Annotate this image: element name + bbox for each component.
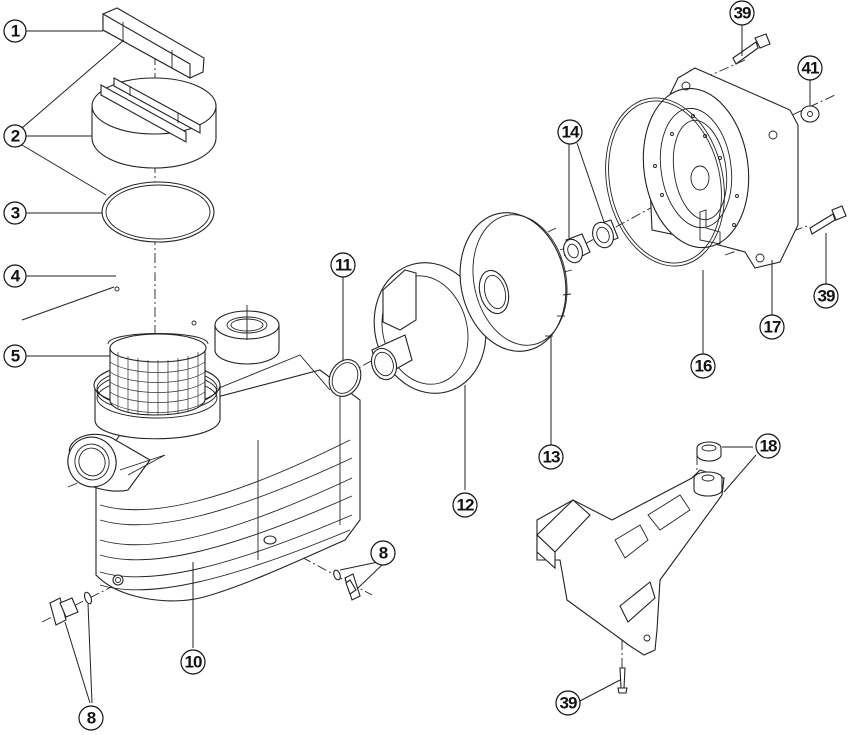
diffuser-o-ring-part <box>328 359 362 397</box>
callout-4: 4 <box>3 264 27 288</box>
bolt-top-part <box>732 33 771 65</box>
motor-support-part <box>536 441 725 656</box>
callout-12: 12 <box>452 492 478 518</box>
svg-text:8: 8 <box>87 709 96 728</box>
callout-39-top: 39 <box>729 0 755 26</box>
callout-17: 17 <box>759 314 785 340</box>
lid-o-ring-part <box>101 181 215 243</box>
pump-body-part <box>67 305 361 602</box>
callout-39-bottom: 39 <box>555 690 581 716</box>
bolt-right-part <box>809 205 847 235</box>
svg-text:39: 39 <box>734 4 751 23</box>
callout-8-right: 8 <box>370 540 396 566</box>
svg-text:1: 1 <box>11 22 20 41</box>
callout-14: 14 <box>557 119 583 145</box>
svg-text:4: 4 <box>11 267 21 286</box>
basket-handle-part <box>114 267 197 326</box>
svg-text:14: 14 <box>562 123 580 142</box>
svg-text:39: 39 <box>818 287 835 306</box>
callout-16: 16 <box>690 353 716 379</box>
drain-plug-left-part <box>49 591 93 626</box>
svg-text:8: 8 <box>379 544 388 563</box>
svg-text:5: 5 <box>11 347 20 366</box>
svg-text:10: 10 <box>185 653 202 672</box>
callout-18: 18 <box>755 433 781 459</box>
diffuser-part <box>370 262 487 394</box>
svg-text:39: 39 <box>560 694 577 713</box>
callout-13: 13 <box>538 444 564 470</box>
callout-3: 3 <box>3 201 27 225</box>
svg-text:12: 12 <box>457 496 474 515</box>
callout-11: 11 <box>330 252 356 278</box>
svg-text:17: 17 <box>764 318 781 337</box>
impeller-part <box>459 212 573 352</box>
drain-plug-right-part <box>333 569 361 601</box>
svg-text:2: 2 <box>11 127 20 146</box>
washer-part <box>800 105 820 123</box>
svg-text:41: 41 <box>802 59 819 78</box>
svg-text:11: 11 <box>335 256 352 275</box>
svg-text:16: 16 <box>695 357 712 376</box>
strainer-lid-part <box>91 77 217 169</box>
callout-41: 41 <box>797 55 823 81</box>
seal-plate-gasket-part <box>605 97 725 267</box>
seal-plate-part <box>642 67 799 269</box>
lid-handle-part <box>102 7 205 79</box>
callout-2: 2 <box>3 124 27 148</box>
shaft-seal-part <box>563 219 619 264</box>
callout-39-right: 39 <box>813 283 839 309</box>
callout-1: 1 <box>3 19 27 43</box>
callout-5: 5 <box>3 344 27 368</box>
svg-text:13: 13 <box>543 448 560 467</box>
svg-text:18: 18 <box>760 437 777 456</box>
svg-text:3: 3 <box>11 204 20 223</box>
strainer-basket-part <box>107 333 209 416</box>
leader-lines <box>21 23 827 704</box>
screw-part <box>617 667 628 694</box>
callout-10: 10 <box>180 649 206 675</box>
callout-8-left: 8 <box>78 705 104 731</box>
